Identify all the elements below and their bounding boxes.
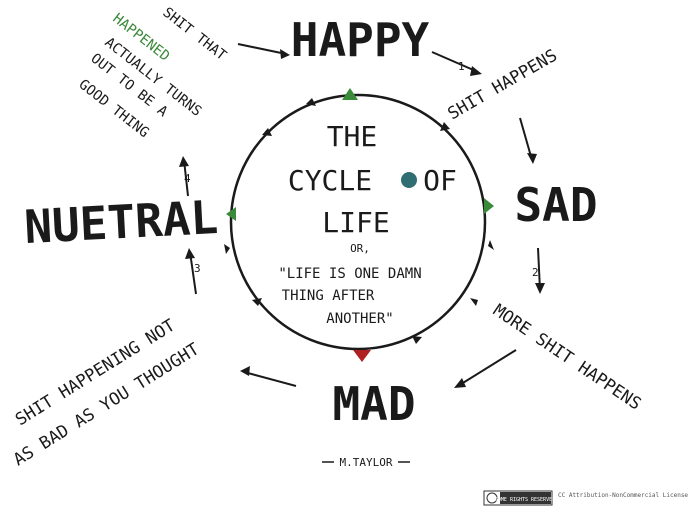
arrow-mad-to-neutral-head [240,366,250,376]
quote-line-3: ANOTHER" [326,311,393,327]
arrow-mad-to-neutral-text [243,371,297,387]
arrow-shit-happens-to-sad [519,117,533,161]
arrow-neutral-to-happy-head [280,49,290,59]
arrow-more-to-mad [457,349,517,387]
state-mad: MAD [332,377,415,431]
left-marker-arrow [226,207,236,221]
signature: M.TAYLOR [340,456,393,469]
arrow-happy-head [470,66,482,76]
license-text: CC Attribution-NonCommercial License [558,492,688,499]
arrow-sad-head [527,153,537,164]
arrow-mad-head [454,378,466,388]
license-cc-icon [486,492,498,504]
title-line-4: LIFE [322,206,389,239]
quote-line-2: THING AFTER [282,288,375,304]
arrow-text-to-neutral [189,251,197,295]
teal-dot [401,172,417,188]
transition-sad-to-mad: MORE SHIT HAPPENS [489,301,644,415]
circle-tick-7 [224,244,230,254]
or-label: OR, [350,242,370,255]
state-neutral: NUETRAL [23,190,219,254]
circle-tick-1 [262,128,272,136]
circle-tick-4 [252,298,262,306]
step-number-4: 4 [184,172,191,185]
transition-happy-to-sad: SHIT HAPPENS [445,46,561,125]
arrow-text-head [179,156,189,167]
right-marker-arrow [484,198,494,214]
arrow-more-head [535,283,545,294]
bottom-marker-arrow [353,350,371,362]
arrow-neutral-head [185,248,195,259]
arrow-happy-to-shit-happens [431,51,479,73]
circle-tick-8 [488,240,494,250]
top-marker-arrow [342,88,358,100]
arrow-neutral-to-happy [237,43,287,55]
circle-tick-5 [306,98,316,106]
quote-line-1: "LIFE IS ONE DAMN [278,266,421,282]
license-badge-dark [500,492,551,504]
center-circle [229,93,487,351]
state-happy: HAPPY [291,13,430,67]
title-line-1: THE [327,120,378,153]
step-number-3: 3 [194,262,201,275]
transition-neutral-to-happy-line-1: SHIT THAT [160,5,230,65]
circle-tick-3 [470,298,478,306]
step-number-2: 2 [532,266,539,279]
state-sad: SAD [514,178,597,232]
step-number-1: 1 [458,60,465,73]
circle-tick-6 [412,336,422,344]
title-line-3: OF [423,164,457,197]
title-line-2: CYCLE [288,164,372,197]
circle-tick-2 [440,122,450,131]
license-badge-text: SOME RIGHTS RESERVED [495,497,555,503]
